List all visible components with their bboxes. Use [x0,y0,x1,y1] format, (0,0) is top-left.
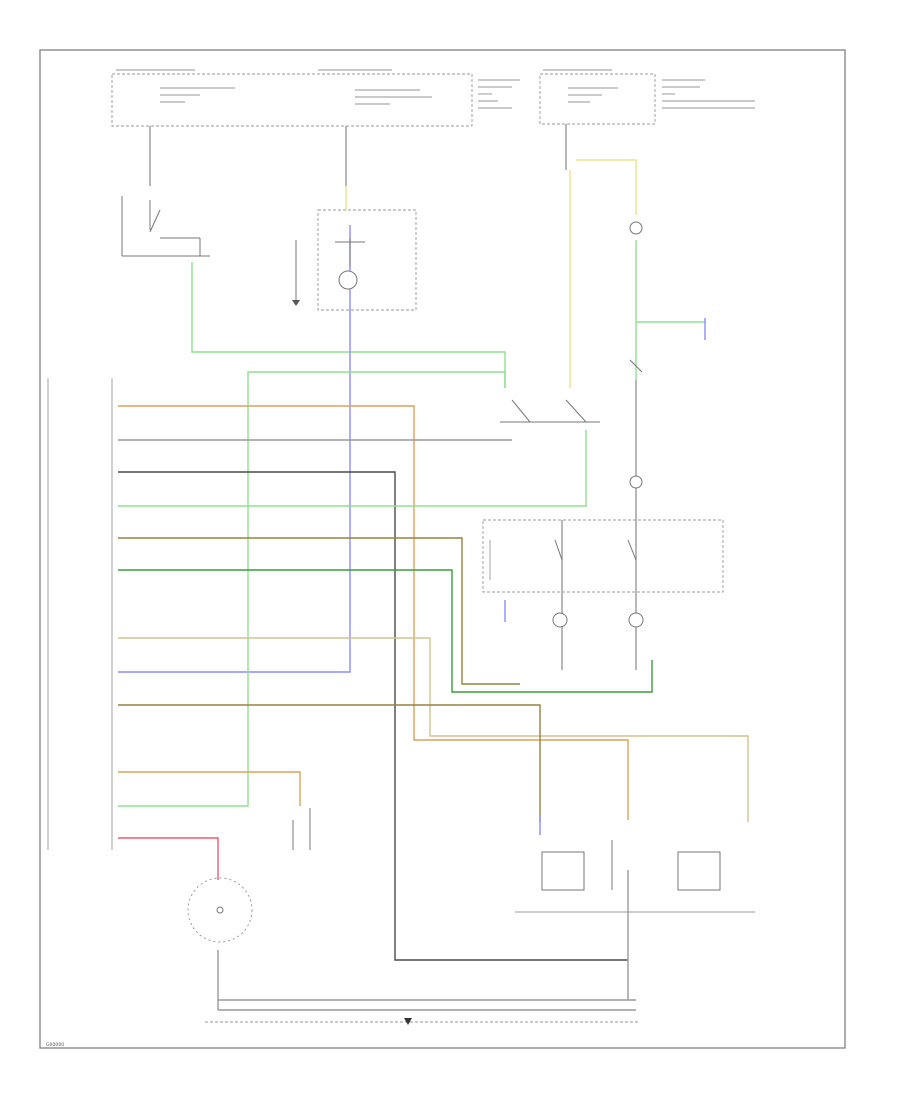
wire-green-long [118,371,506,807]
wire-olive-set [118,537,520,685]
fuse-box-right [539,73,656,125]
fuse-box-text-lines [116,69,755,109]
main-switch [121,196,210,257]
fuse-box-left [111,73,473,127]
wire-darkgreen-resume [118,569,653,693]
right-col-components [629,221,643,489]
wire-yellow-right [576,159,637,215]
diagram-frame [39,49,846,1049]
wire-olive-long [118,704,541,822]
cruise-relay [317,209,417,311]
neutral-switch [187,877,253,943]
relay-ground [292,240,300,306]
bottom-ground [205,1018,640,1025]
wire-blue-relay [118,225,351,673]
wire-gray-dark [118,471,628,961]
wire-pink [118,837,219,880]
cruise-control-unit [47,378,113,850]
wire-orange-sensor [118,771,301,806]
wire-orange-long [118,405,629,820]
wire-green-relay-out [191,262,506,388]
image-code: G00000 [46,1042,64,1048]
actuator [515,840,755,913]
speed-sensor [292,808,311,850]
wire-green-brake [118,430,587,507]
wire-tan-long [118,637,749,822]
combination-switch [482,519,724,593]
brake-switch [500,399,600,423]
indicator-lights [552,612,644,628]
